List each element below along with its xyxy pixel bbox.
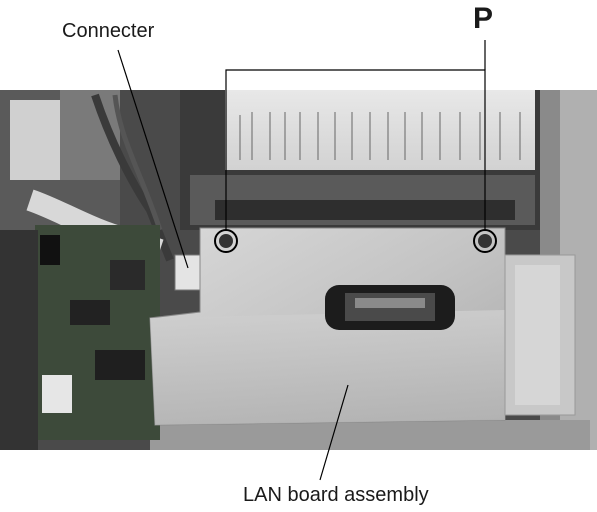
connector-plug bbox=[174, 254, 201, 291]
shield-side-inner bbox=[515, 265, 560, 405]
caution-label bbox=[225, 90, 535, 170]
shield-lower-plate bbox=[150, 310, 505, 425]
left-dark-edge bbox=[0, 230, 38, 450]
lan-board-assembly-label: LAN board assembly bbox=[243, 484, 429, 506]
screw-marker-label: P bbox=[473, 2, 494, 35]
screw-left bbox=[219, 234, 233, 248]
pcb-chip-2 bbox=[110, 260, 145, 290]
connecter-callout-line bbox=[117, 49, 189, 269]
pcb-chip-1 bbox=[70, 300, 110, 325]
connecter-label: Connecter bbox=[62, 20, 155, 42]
drive-tray-slot bbox=[215, 200, 515, 220]
pcb-connector-white bbox=[42, 375, 72, 413]
chassis-floor bbox=[150, 420, 590, 450]
p-callout-bracket bbox=[225, 69, 486, 230]
lan-port-contacts bbox=[355, 298, 425, 308]
screw-right bbox=[478, 234, 492, 248]
caution-label-text-lines bbox=[239, 112, 521, 160]
wire-bundle-2 bbox=[112, 94, 163, 231]
pcb-black-block bbox=[40, 235, 60, 265]
lan-board-callout-line bbox=[319, 384, 349, 481]
pcb-chip-3 bbox=[95, 350, 145, 380]
wire-bundle bbox=[91, 93, 174, 262]
